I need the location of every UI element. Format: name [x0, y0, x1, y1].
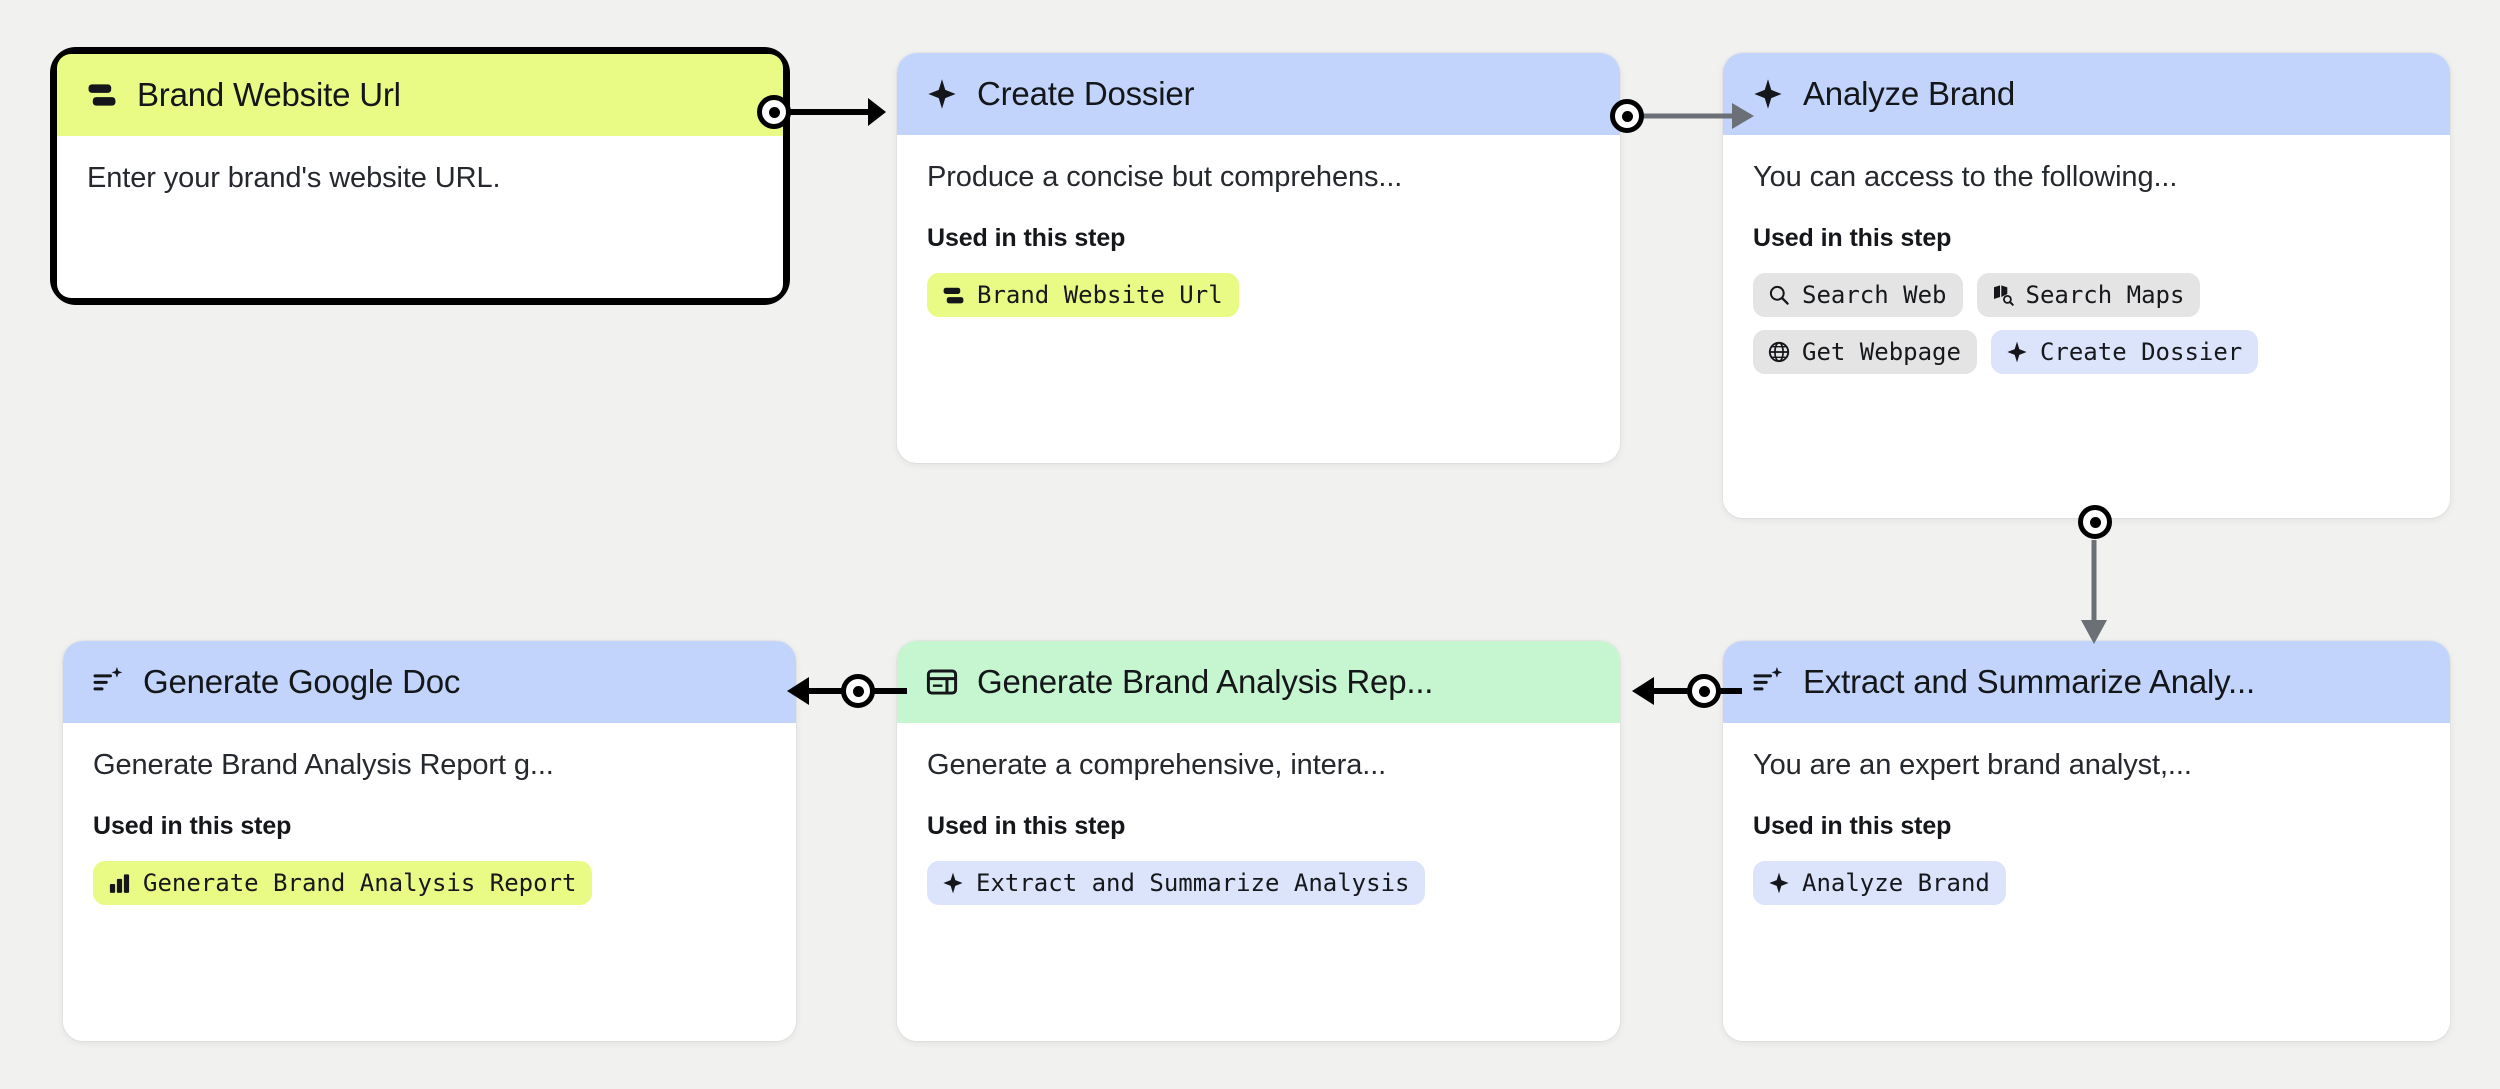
- sparkle-icon: [925, 77, 959, 111]
- output-port-analyze-brand[interactable]: [2078, 505, 2112, 539]
- chip-list: Search Web Search Maps: [1753, 273, 2420, 374]
- chip-analyze-brand[interactable]: Analyze Brand: [1753, 861, 2006, 905]
- output-port-generate-report[interactable]: [841, 674, 875, 708]
- node-generate-brand-analysis-report[interactable]: Generate Brand Analysis Rep... Generate …: [897, 641, 1620, 1041]
- node-header-create-dossier: Create Dossier: [897, 53, 1620, 135]
- node-generate-google-doc[interactable]: Generate Google Doc Generate Brand Analy…: [63, 641, 796, 1041]
- node-header-generate-brand-analysis-report: Generate Brand Analysis Rep...: [897, 641, 1620, 723]
- node-brand-website-url[interactable]: Brand Website Url Enter your brand's web…: [50, 47, 790, 305]
- chip-list: Analyze Brand: [1753, 861, 2420, 905]
- node-extract-and-summarize-analysis[interactable]: Extract and Summarize Analy... You are a…: [1723, 641, 2450, 1041]
- node-title: Generate Brand Analysis Rep...: [977, 663, 1434, 700]
- sparkle-icon: [2005, 340, 2029, 364]
- chip-list: Brand Website Url: [927, 273, 1590, 317]
- chip-extract-and-summarize-analysis[interactable]: Extract and Summarize Analysis: [927, 861, 1426, 905]
- chip-label: Generate Brand Analysis Report: [143, 869, 577, 897]
- sparkle-icon: [1751, 77, 1785, 111]
- used-in-this-step-label: Used in this step: [927, 812, 1126, 840]
- chip-label: Extract and Summarize Analysis: [976, 869, 1410, 897]
- bar-chart-icon: [107, 871, 132, 896]
- node-description: Generate Brand Analysis Report g...: [93, 749, 554, 781]
- output-port-create-dossier[interactable]: [1610, 99, 1644, 133]
- node-header-extract-and-summarize-analysis: Extract and Summarize Analy...: [1723, 641, 2450, 723]
- chip-label: Brand Website Url: [977, 281, 1223, 309]
- output-port-brand-website-url[interactable]: [757, 95, 791, 129]
- used-in-this-step-label: Used in this step: [1753, 224, 1952, 252]
- node-description: You are an expert brand analyst,...: [1753, 749, 2192, 781]
- node-title: Extract and Summarize Analy...: [1803, 663, 2255, 700]
- search-icon: [1767, 283, 1791, 307]
- sparkle-icon: [941, 871, 965, 895]
- chip-label: Search Web: [1802, 281, 1947, 309]
- input-bars-icon: [85, 78, 119, 112]
- used-in-this-step-label: Used in this step: [1753, 812, 1952, 840]
- text-sparkle-icon: [91, 665, 125, 699]
- chip-get-webpage[interactable]: Get Webpage: [1753, 330, 1977, 374]
- panel-layout-icon: [925, 665, 959, 699]
- node-title: Analyze Brand: [1803, 75, 2016, 112]
- node-description: Produce a concise but comprehens...: [927, 161, 1403, 193]
- globe-icon: [1767, 340, 1791, 364]
- chip-search-web[interactable]: Search Web: [1753, 273, 1963, 317]
- edge-analyze-brand-to-extract-summarize: [2081, 540, 2107, 644]
- chip-label: Create Dossier: [2039, 338, 2243, 366]
- node-body-create-dossier: Produce a concise but comprehens... Used…: [897, 135, 1620, 463]
- node-analyze-brand[interactable]: Analyze Brand You can access to the foll…: [1723, 53, 2450, 518]
- node-header-generate-google-doc: Generate Google Doc: [63, 641, 796, 723]
- text-sparkle-icon: [1751, 665, 1785, 699]
- node-header-brand-website-url: Brand Website Url: [57, 54, 783, 136]
- chip-generate-brand-analysis-report[interactable]: Generate Brand Analysis Report: [93, 861, 593, 905]
- used-in-this-step-label: Used in this step: [93, 812, 292, 840]
- output-port-extract-summarize[interactable]: [1687, 674, 1721, 708]
- chip-label: Analyze Brand: [1802, 869, 1990, 897]
- edge-create-dossier-to-analyze-brand: [1640, 103, 1754, 129]
- chip-label: Search Maps: [2025, 281, 2185, 309]
- chip-label: Get Webpage: [1802, 338, 1961, 366]
- chip-search-maps[interactable]: Search Maps: [1976, 273, 2201, 317]
- node-body-brand-website-url: Enter your brand's website URL.: [57, 136, 783, 298]
- node-title: Generate Google Doc: [143, 663, 461, 700]
- node-description: Enter your brand's website URL.: [87, 162, 501, 194]
- used-in-this-step-label: Used in this step: [927, 224, 1126, 252]
- node-body-generate-google-doc: Generate Brand Analysis Report g... Used…: [63, 723, 796, 1041]
- node-title: Create Dossier: [977, 75, 1195, 112]
- chip-brand-website-url[interactable]: Brand Website Url: [927, 273, 1239, 317]
- node-description: Generate a comprehensive, intera...: [927, 749, 1387, 781]
- node-header-analyze-brand: Analyze Brand: [1723, 53, 2450, 135]
- sparkle-icon: [1767, 871, 1791, 895]
- node-create-dossier[interactable]: Create Dossier Produce a concise but com…: [897, 53, 1620, 463]
- chip-list: Generate Brand Analysis Report: [93, 861, 766, 905]
- node-body-analyze-brand: You can access to the following... Used …: [1723, 135, 2450, 518]
- chip-list: Extract and Summarize Analysis: [927, 861, 1590, 905]
- input-bars-icon: [941, 283, 966, 308]
- chip-create-dossier[interactable]: Create Dossier: [1990, 330, 2259, 374]
- map-search-icon: [1991, 283, 2015, 307]
- node-description: You can access to the following...: [1753, 161, 2178, 193]
- node-body-extract-and-summarize-analysis: You are an expert brand analyst,... Used…: [1723, 723, 2450, 1041]
- node-title: Brand Website Url: [137, 76, 401, 113]
- node-body-generate-brand-analysis-report: Generate a comprehensive, intera... Used…: [897, 723, 1620, 1041]
